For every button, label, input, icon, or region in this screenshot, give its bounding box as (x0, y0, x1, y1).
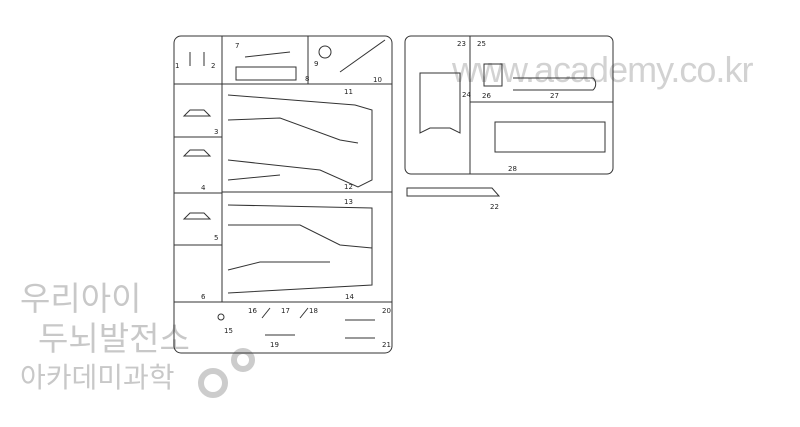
part-label: 21 (382, 341, 391, 349)
part-label: 27 (550, 92, 559, 100)
part-label: 14 (345, 293, 354, 301)
sprue-b (404, 35, 614, 197)
watermark-slogan-2: 두뇌발전소 (38, 319, 190, 358)
part-label: 6 (201, 293, 206, 301)
part-label: 19 (270, 341, 279, 349)
part-label: 3 (214, 128, 218, 136)
part-label: 23 (457, 40, 466, 48)
part-label: 15 (224, 327, 233, 335)
part-label: 1 (175, 62, 179, 70)
part-label: 10 (373, 76, 382, 84)
part-label: 18 (309, 307, 318, 315)
part-label: 11 (344, 88, 353, 96)
watermark-slogan-1: 우리아이 (20, 279, 142, 318)
part-label: 7 (235, 42, 239, 50)
watermark-brand: 아카데미과학 (20, 361, 175, 394)
part-label: 20 (382, 307, 391, 315)
part-label: 12 (344, 183, 353, 191)
part-label: 28 (508, 165, 517, 173)
part-label: 9 (314, 60, 318, 68)
part-label: 4 (201, 184, 206, 192)
part-label: 22 (490, 203, 499, 211)
gear-logo-icon (198, 348, 255, 398)
part-label: 13 (344, 198, 353, 206)
sprue-a (173, 35, 393, 354)
part-label: 5 (214, 234, 218, 242)
part-label: 17 (281, 307, 290, 315)
part-label: 25 (477, 40, 486, 48)
part-label: 2 (211, 62, 215, 70)
part-label: 26 (482, 92, 491, 100)
part-label: 24 (462, 91, 471, 99)
part-label: 16 (248, 307, 257, 315)
part-label: 8 (305, 75, 309, 83)
part-number-labels: 1 2 3 4 5 6 7 8 9 10 11 12 13 14 15 16 1… (175, 40, 559, 349)
